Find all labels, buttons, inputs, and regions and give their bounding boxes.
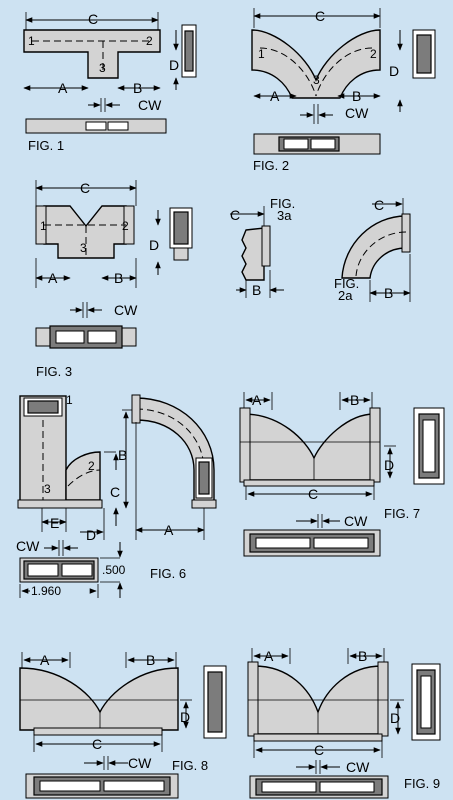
fig6-label-cw: CW (16, 538, 40, 554)
fig8-group: A B C D CW FIG. 8 (19, 652, 227, 799)
fig1-port-2: 2 (146, 34, 153, 48)
fig9-caption: FIG. 9 (404, 776, 440, 791)
fig2a-caption-line2: 2a (338, 288, 353, 303)
fig2-group: C 1 2 3 D A B CW FIG. 2 (251, 8, 436, 173)
fig2-caption: FIG. 2 (253, 158, 289, 173)
fig9-group: A B C D CW FIG. 9 (247, 648, 441, 799)
fig7-label-a: A (252, 392, 262, 408)
fig8-label-c: C (92, 736, 102, 752)
fig7-label-cw: CW (344, 513, 368, 529)
fig2-label-d: D (389, 63, 399, 79)
fig6-dim-height: .500 (102, 563, 126, 577)
fig6-group: 1 2 3 E D C B A CW (16, 393, 217, 598)
fig7-label-b: B (350, 392, 359, 408)
fig7-label-c: C (308, 486, 318, 502)
fig3-port-1: 1 (40, 219, 47, 233)
fig9-curved-body (253, 665, 383, 735)
fig8-caption: FIG. 8 (172, 758, 208, 773)
fig9-label-a: A (264, 648, 274, 664)
fig6-caption: FIG. 6 (150, 566, 186, 581)
fig2a-label-c: C (374, 197, 384, 213)
fig6-port-2: 2 (88, 459, 95, 473)
fig3-port-3: 3 (80, 241, 87, 255)
fig6-horizontal-arm (65, 451, 101, 501)
fig2-label-cw: CW (345, 105, 369, 121)
fig2-label-a: A (270, 88, 280, 104)
fig9-label-b: B (358, 648, 367, 664)
fig8-label-d: D (180, 709, 190, 725)
fig7-label-d: D (384, 457, 394, 473)
fig1-label-b: B (133, 80, 142, 96)
fig3-caption: FIG. 3 (36, 364, 72, 379)
fig9-label-c: C (314, 742, 324, 758)
fig2a-bend-body (341, 215, 407, 279)
fig7-curved-body (243, 413, 375, 481)
fig3a-label-c: C (230, 207, 240, 223)
fig1-caption: FIG. 1 (28, 138, 64, 153)
fig6-label-d: D (86, 527, 96, 543)
fig2a-label-b: B (384, 285, 393, 301)
fig3a-caption-line1: FIG. (270, 196, 295, 211)
fig1-label-c: C (88, 11, 98, 27)
fig7-group: A B C D CW FIG. 7 (239, 392, 445, 557)
fig1-group: C 1 2 3 D A B CW FIG. 1 (23, 11, 197, 153)
fig9-label-cw: CW (346, 759, 370, 775)
fig2a-group: C FIG. 2a B (334, 197, 411, 303)
fig1-port-3: 3 (99, 61, 106, 75)
fig2-port-1: 1 (258, 47, 265, 61)
fig2-label-b: B (352, 88, 361, 104)
fig3-label-c: C (80, 180, 90, 196)
fig6-port-1: 1 (66, 393, 73, 407)
fig3a-group: FIG. 3a C B (230, 196, 295, 298)
fig1-label-a: A (58, 80, 68, 96)
fig3a-caption-line2: 3a (277, 208, 292, 223)
fig8-label-a: A (40, 652, 50, 668)
fig6-label-b: B (118, 447, 127, 463)
fig2-port-2: 2 (370, 47, 377, 61)
fig2-label-c: C (315, 8, 325, 24)
fig2-port-3: 3 (313, 73, 320, 87)
fig8-label-b: B (146, 652, 155, 668)
fig3a-section-body (241, 227, 265, 281)
fig3-label-d: D (149, 237, 159, 253)
fig3-group: C 1 2 3 D A B CW FIG. 3 (35, 180, 193, 379)
fig1-tee-body (23, 29, 161, 79)
fig9-label-d: D (390, 710, 400, 726)
fig6-label-a: A (164, 522, 174, 538)
fig3-label-b: B (114, 270, 123, 286)
fig6-dim-width: 1.960 (31, 584, 61, 598)
fig1-label-cw: CW (138, 97, 162, 113)
fig1-label-d: D (169, 57, 179, 73)
fig6-label-c-left: C (110, 484, 120, 500)
fig3a-label-b: B (252, 282, 261, 298)
fig3-tee-body (43, 205, 127, 259)
fig2-curved-tee-body (251, 29, 381, 99)
fig8-label-cw: CW (128, 755, 152, 771)
fig8-curved-body (19, 667, 179, 731)
fig3-label-cw: CW (114, 302, 138, 318)
fig3-port-2: 2 (122, 219, 129, 233)
fig7-caption: FIG. 7 (384, 506, 420, 521)
fig1-port-1: 1 (28, 34, 35, 48)
fig6-port-3: 3 (44, 482, 51, 496)
fig6-label-e: E (50, 515, 59, 531)
fig2a-caption-line1: FIG. (334, 276, 359, 291)
fig3-label-a: A (48, 270, 58, 286)
